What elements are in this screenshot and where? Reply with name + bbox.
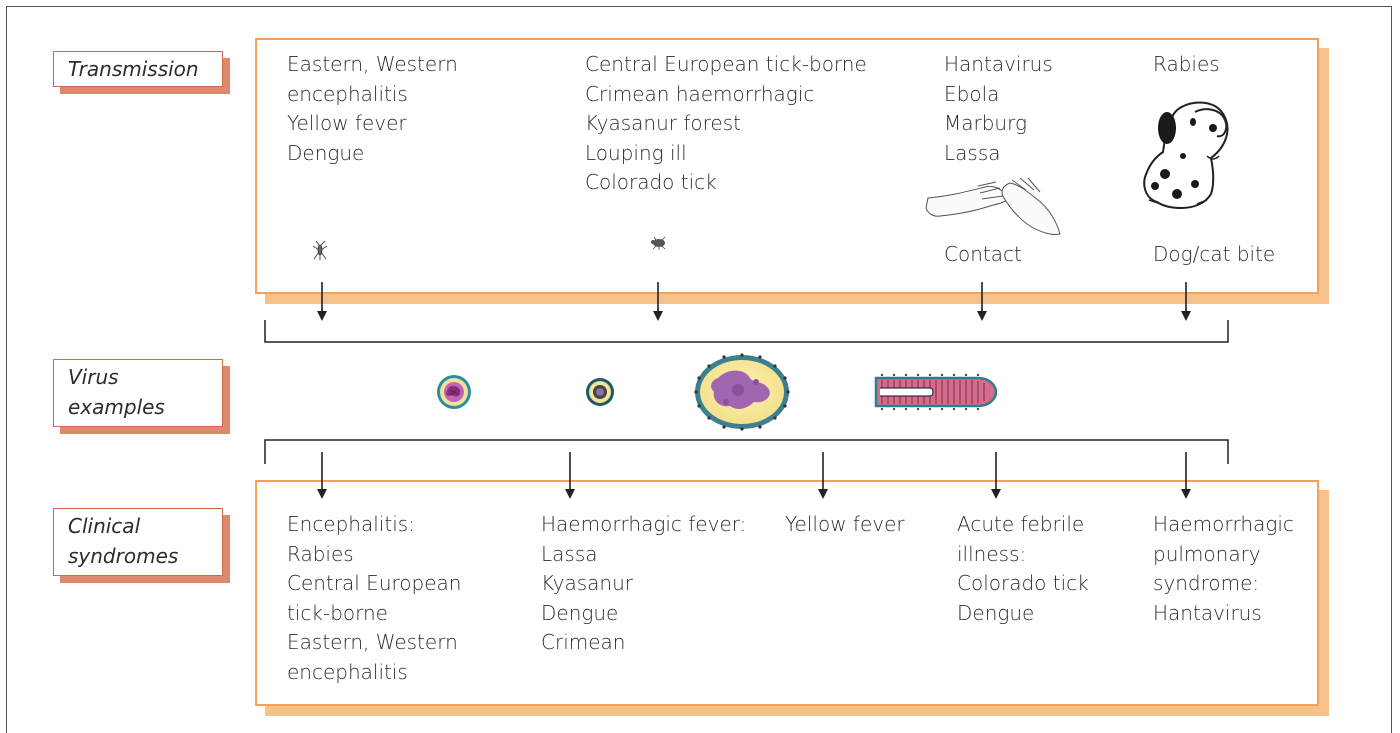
syndrome-item: Crimean [541, 630, 626, 654]
syndrome-col-yellow-fever: Yellow fever [785, 510, 905, 540]
transmission-item: Colorado tick [585, 170, 717, 194]
tick-icon [651, 236, 666, 250]
syndrome-item: tick-borne [287, 600, 388, 625]
syndromes-panel [255, 480, 1319, 706]
transmission-item: Lassa [944, 140, 1001, 165]
syndrome-col-encephalitis: Encephalitis: Rabies Central European ti… [287, 510, 461, 687]
syndrome-col-acute-febrile: Acute febrile illness: Colorado tick Den… [957, 510, 1089, 628]
label-virus-examples: Virus examples [53, 359, 223, 427]
syndrome-item: Haemorrhagic [1153, 512, 1294, 536]
transmission-arrows [317, 282, 1191, 321]
figure-frame [6, 6, 1392, 733]
syndrome-item: Dengue [541, 600, 619, 625]
label-virus-line-2: examples [68, 395, 165, 419]
transmission-item: Yellow fever [287, 111, 407, 135]
transmission-col-tick: Central European tick-borne Crimean haem… [585, 50, 867, 198]
upper-bracket [264, 320, 1229, 343]
transmission-item: Louping ill [585, 140, 687, 165]
rod-virus-icon [874, 373, 998, 411]
label-transmission-line: Transmission [68, 57, 199, 81]
small-round-virus-icon [437, 375, 471, 409]
syndrome-item: Encephalitis: [287, 512, 415, 536]
transmission-item: encephalitis [287, 81, 408, 106]
syndrome-item: Rabies [287, 541, 354, 566]
label-virus-line-1: Virus [68, 365, 119, 389]
syndrome-item: Haemorrhagic fever: [541, 512, 747, 536]
transmission-item: Dengue [287, 140, 365, 165]
transmission-item: Crimean haemorrhagic [585, 81, 815, 106]
transmission-item: Hantavirus [944, 52, 1053, 76]
transmission-panel [255, 38, 1319, 294]
transmission-col-bite: Rabies [1153, 50, 1220, 80]
mosquito-icon [312, 240, 328, 260]
syndrome-item: Yellow fever [785, 512, 905, 536]
large-enveloped-virus-icon [694, 353, 790, 431]
syndrome-item: Hantavirus [1153, 600, 1262, 625]
syndrome-item: pulmonary [1153, 541, 1261, 566]
transmission-item: Marburg [944, 111, 1027, 135]
syndrome-item: Eastern, Western [287, 630, 458, 654]
syndrome-col-haemorrhagic-fever: Haemorrhagic fever: Lassa Kyasanur Dengu… [541, 510, 746, 658]
transmission-item: Central European tick-borne [585, 52, 867, 76]
syndrome-item: Lassa [541, 541, 598, 566]
contact-label: Contact [944, 242, 1022, 266]
dog-cat-bite-label: Dog/cat bite [1153, 242, 1276, 266]
dog-icon [1143, 101, 1229, 210]
syndrome-item: syndrome: [1153, 571, 1260, 595]
syndrome-arrows [317, 452, 1191, 499]
label-clinical-line-1: Clinical [68, 514, 141, 538]
transmission-col-mosquito: Eastern, Western encephalitis Yellow fev… [287, 50, 458, 168]
lower-bracket [264, 439, 1229, 464]
syndrome-item: encephalitis [287, 659, 408, 684]
tiny-round-virus-icon [586, 378, 614, 406]
syndrome-item: Dengue [957, 600, 1035, 625]
label-clinical-line-2: syndromes [68, 544, 179, 568]
transmission-col-contact: Hantavirus Ebola Marburg Lassa [944, 50, 1053, 168]
transmission-item: Kyasanur forest [585, 111, 741, 135]
syndrome-item: Acute febrile [957, 512, 1085, 536]
syndrome-item: Colorado tick [957, 571, 1089, 595]
transmission-item: Eastern, Western [287, 52, 458, 76]
label-transmission: Transmission [53, 51, 223, 87]
transmission-item: Rabies [1153, 52, 1220, 76]
transmission-item: Ebola [944, 81, 1000, 106]
syndrome-item: Central European [287, 571, 462, 595]
hands-icon [925, 177, 1061, 235]
syndrome-item: Kyasanur [541, 571, 634, 595]
label-clinical-syndromes: Clinical syndromes [53, 508, 223, 576]
syndrome-item: illness: [957, 541, 1027, 566]
syndrome-col-pulmonary: Haemorrhagic pulmonary syndrome: Hantavi… [1153, 510, 1294, 628]
